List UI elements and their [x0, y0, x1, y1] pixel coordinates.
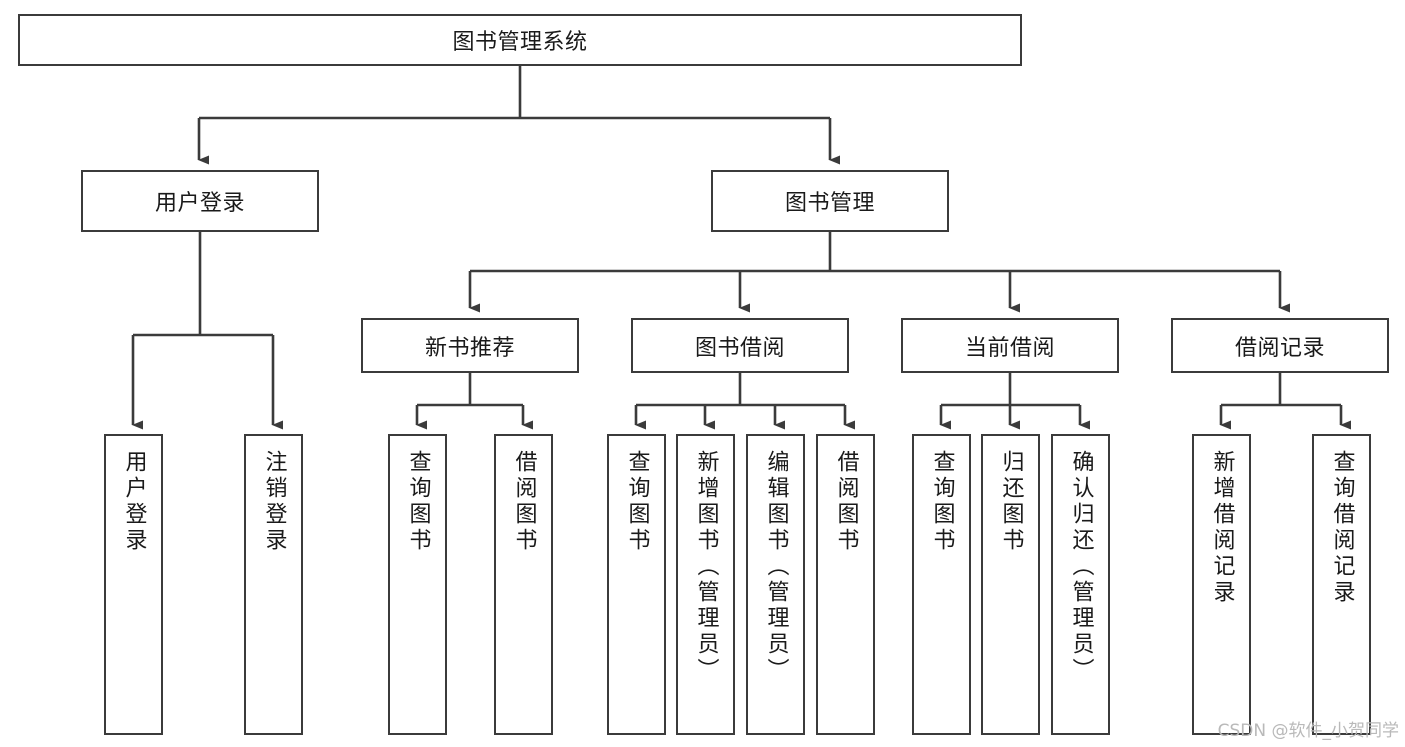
node-book-management-label: 图书管理 [784, 191, 875, 216]
node-borrow-record[interactable]: 借阅记录 [1171, 318, 1389, 373]
leaf-borrow-query-book[interactable]: 查询图书 [607, 434, 666, 735]
node-root[interactable]: 图书管理系统 [18, 14, 1022, 66]
leaf-record-add[interactable]: 新增借阅记录 [1192, 434, 1251, 735]
node-book-borrow-label: 图书借阅 [694, 335, 785, 361]
node-new-book-recommend-label: 新书推荐 [424, 335, 515, 361]
leaf-label: 查询图书 [624, 450, 650, 554]
node-book-management[interactable]: 图书管理 [711, 170, 949, 232]
leaf-borrow-edit-book-admin[interactable]: 编辑图书（管理员） [746, 434, 805, 735]
leaf-current-query-book[interactable]: 查询图书 [912, 434, 971, 735]
node-user-login[interactable]: 用户登录 [81, 170, 319, 232]
node-user-login-label: 用户登录 [154, 191, 245, 216]
leaf-label: 查询图书 [929, 450, 955, 554]
leaf-record-query[interactable]: 查询借阅记录 [1312, 434, 1371, 735]
leaf-borrow-add-book-admin[interactable]: 新增图书（管理员） [676, 434, 735, 735]
leaf-new-book-query[interactable]: 查询图书 [388, 434, 447, 735]
leaf-label: 查询借阅记录 [1329, 450, 1355, 606]
leaf-current-confirm-return-admin[interactable]: 确认归还（管理员） [1051, 434, 1110, 735]
leaf-label: 查询图书 [405, 450, 431, 554]
node-book-borrow[interactable]: 图书借阅 [631, 318, 849, 373]
leaf-label: 借阅图书 [511, 450, 537, 554]
leaf-label: 用户登录 [121, 450, 147, 554]
node-current-borrow-label: 当前借阅 [964, 335, 1055, 361]
leaf-label: 归还图书 [998, 450, 1024, 554]
leaf-label: 新增图书（管理员） [693, 450, 719, 684]
leaf-current-return-book[interactable]: 归还图书 [981, 434, 1040, 735]
leaf-label: 新增借阅记录 [1209, 450, 1235, 606]
leaf-label: 借阅图书 [833, 450, 859, 554]
node-current-borrow[interactable]: 当前借阅 [901, 318, 1119, 373]
leaf-label: 编辑图书（管理员） [763, 450, 789, 684]
leaf-user-login-logout[interactable]: 注销登录 [244, 434, 303, 735]
leaf-label: 注销登录 [261, 450, 287, 554]
leaf-borrow-borrow-book[interactable]: 借阅图书 [816, 434, 875, 735]
leaf-label: 确认归还（管理员） [1068, 450, 1094, 684]
node-root-label: 图书管理系统 [452, 30, 588, 55]
node-borrow-record-label: 借阅记录 [1234, 335, 1325, 361]
node-new-book-recommend[interactable]: 新书推荐 [361, 318, 579, 373]
leaf-user-login-login[interactable]: 用户登录 [104, 434, 163, 735]
leaf-new-book-borrow[interactable]: 借阅图书 [494, 434, 553, 735]
